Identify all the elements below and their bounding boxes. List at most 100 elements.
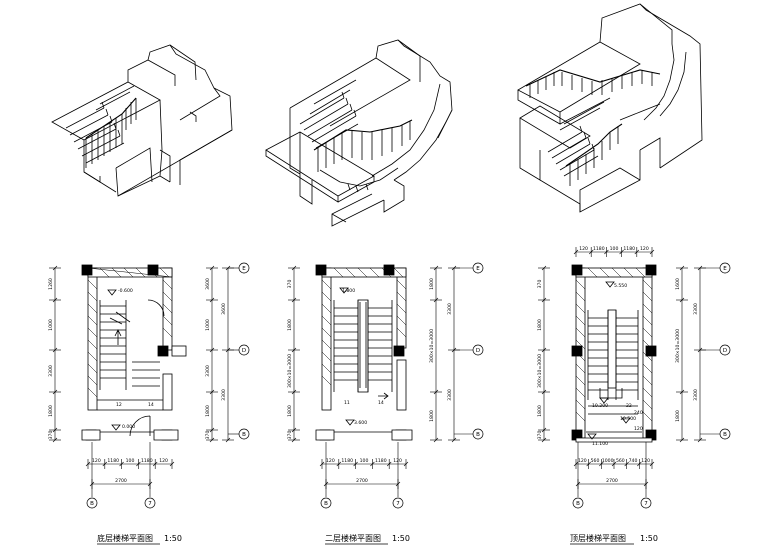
axis-label: E <box>242 266 246 272</box>
step-note: 240 <box>634 410 643 416</box>
elevation-label: 10.200 <box>592 403 608 409</box>
axis-label: E <box>476 266 480 272</box>
dimension-label: 300×10=3000 <box>675 329 681 363</box>
axis-label: B <box>90 501 94 507</box>
dimension-label: 300×10=3000 <box>537 354 543 388</box>
plan-ground-text: -0.600 0.000 12 14 <box>116 288 154 430</box>
plan-second-text: 1.800 3.600 11 14 <box>342 288 384 426</box>
plan-scale: 1:50 <box>640 534 658 543</box>
dimension-label: 3300 <box>693 389 699 401</box>
plan-scale: 1:50 <box>392 534 410 543</box>
dimension-label: 1180 <box>593 246 605 252</box>
dimension-label: 2700 <box>356 478 368 484</box>
step-note: 22 <box>626 403 632 409</box>
axis-bubble <box>572 497 584 509</box>
elevation-label: 1.800 <box>342 288 355 294</box>
dimension-label: 120 <box>579 246 588 252</box>
axis-label: B <box>576 501 580 507</box>
axis-bubble <box>719 344 731 356</box>
axis-label: 7 <box>396 501 400 507</box>
axis-bubble <box>238 344 250 356</box>
axis-bubble <box>144 497 156 509</box>
axis-bubble <box>719 262 731 274</box>
dimension-label: 1000 <box>48 319 54 331</box>
dimension-label: 3600 <box>221 303 227 315</box>
dimension-label: 370 <box>537 431 543 440</box>
elevation-label: -0.600 <box>118 288 133 294</box>
dimension-label: 370 <box>287 431 293 440</box>
dimension-label: 3600 <box>205 278 211 290</box>
step-note: 12 <box>116 402 122 408</box>
elevation-label: 0.000 <box>122 424 135 430</box>
dimension-label: 1000 <box>205 319 211 331</box>
dimension-label: 1800 <box>429 278 435 290</box>
axis-label: B <box>242 432 246 438</box>
plan-top-text: 5.550 10.200 10.500 11.100 22 240 120 <box>592 283 643 447</box>
dimension-label: 3300 <box>447 303 453 315</box>
dimension-label: 2700 <box>606 478 618 484</box>
dimension-label: 1180 <box>375 458 387 464</box>
plan-caption: 顶层楼梯平面图 <box>570 533 626 543</box>
isometric-view-ground <box>51 44 233 197</box>
axis-bubble <box>86 497 98 509</box>
dimension-label: 120 <box>641 458 650 464</box>
dimension-label: 120 <box>326 458 335 464</box>
axis-bubble <box>238 262 250 274</box>
axis-label: E <box>723 266 727 272</box>
plan-caption: 底层楼梯平面图 <box>97 533 153 543</box>
dimension-label: 120 <box>640 246 649 252</box>
dimension-label: 100 <box>126 458 135 464</box>
dimension-label: 1180 <box>341 458 353 464</box>
dimension-label: 120 <box>159 458 168 464</box>
axis-label: D <box>476 348 480 354</box>
dimension-label: 120 <box>578 458 587 464</box>
axis-bubble <box>640 497 652 509</box>
dimension-label: 300×10=3000 <box>287 354 293 388</box>
dimension-label: 100 <box>360 458 369 464</box>
dimension-label: 1180 <box>623 246 635 252</box>
step-note: 11 <box>344 400 350 406</box>
axis-bubble <box>472 344 484 356</box>
axis-bubble <box>392 497 404 509</box>
dimension-label: 1800 <box>429 410 435 422</box>
axis-bubble <box>320 497 332 509</box>
axis-label: 7 <box>644 501 648 507</box>
axis-label: B <box>324 501 328 507</box>
axis-label: D <box>242 348 246 354</box>
dimension-label: 1800 <box>537 405 543 417</box>
dimension-label: 1180 <box>141 458 153 464</box>
dimension-label: 300×10=3000 <box>429 329 435 363</box>
plan-ground <box>81 264 187 441</box>
dimension-layer: 1260 1000 3300 1800 370 3600 1000 3300 1800 370 36… <box>48 246 731 509</box>
dimension-label: 3300 <box>205 365 211 377</box>
isometric-view-top <box>517 3 703 213</box>
dimension-label: 370 <box>537 280 543 289</box>
dimension-label: 1800 <box>48 405 54 417</box>
dimension-label: 370 <box>287 280 293 289</box>
axis-label: B <box>476 432 480 438</box>
elevation-label: 10.500 <box>620 416 636 422</box>
dimension-label: 370 <box>48 431 54 440</box>
dimension-label: 560 <box>616 458 625 464</box>
axis-label: 7 <box>148 501 152 507</box>
plan-top <box>571 264 657 443</box>
dimension-label: 1800 <box>205 405 211 417</box>
dimension-label: 740 <box>629 458 638 464</box>
isometric-view-second <box>265 39 453 227</box>
plan-scale: 1:50 <box>164 534 182 543</box>
dimension-label: 1600 <box>675 278 681 290</box>
dimension-label: 1800 <box>675 410 681 422</box>
elevation-label: 5.550 <box>614 283 627 289</box>
axis-label: D <box>723 348 727 354</box>
elevation-label: 3.600 <box>354 420 367 426</box>
dimension-label: 1180 <box>107 458 119 464</box>
dimension-label: 370 <box>205 431 211 440</box>
step-note: 14 <box>378 400 384 406</box>
dimension-label: 1800 <box>287 319 293 331</box>
dimension-label: 120 <box>393 458 402 464</box>
axis-bubble <box>719 428 731 440</box>
step-note: 120 <box>634 426 643 432</box>
dimension-label: 3300 <box>447 389 453 401</box>
dimension-label: 1260 <box>48 278 54 290</box>
plan-second <box>315 264 413 441</box>
